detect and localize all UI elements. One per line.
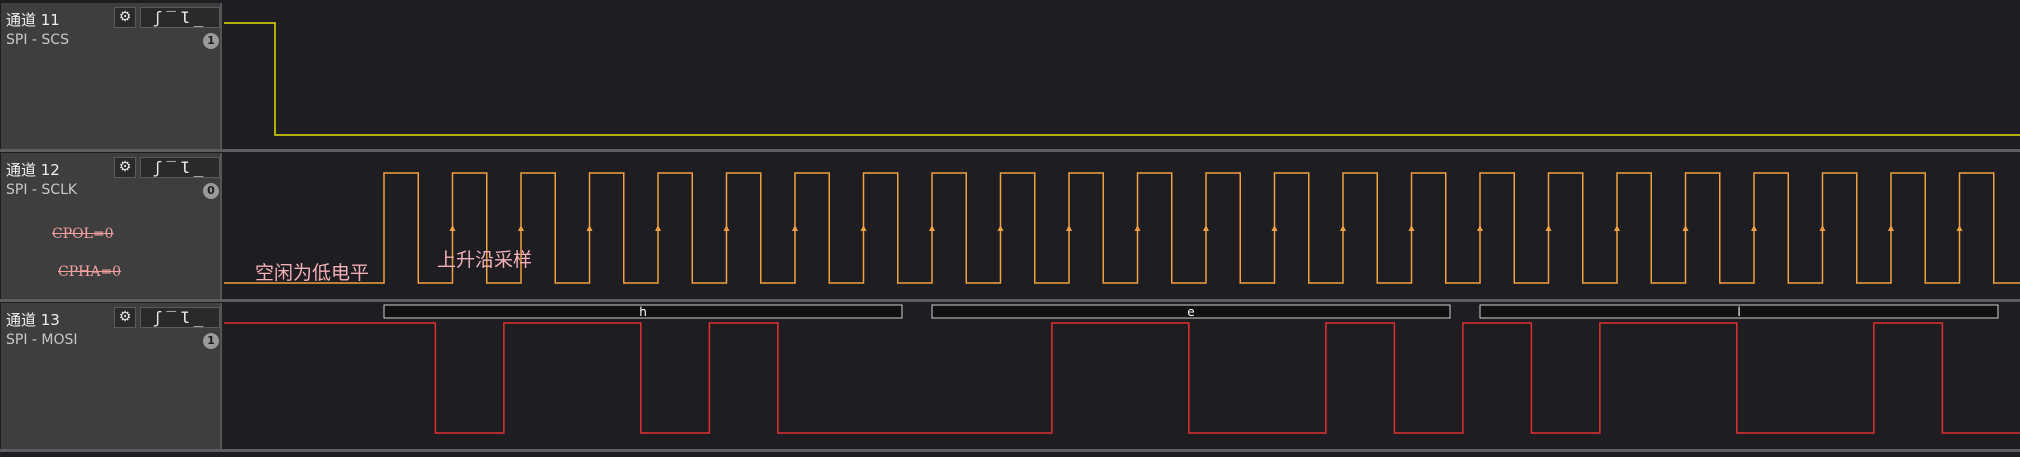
rising-edge-arrow [1819, 225, 1826, 231]
channel-value-badge: 1 [203, 33, 219, 49]
rising-edge-arrow [792, 225, 798, 231]
trigger-buttons[interactable]: ʃ‾Ɩ_ [140, 7, 220, 28]
channel-row-scs: 通道 11 SPI - SCS ⚙ ʃ‾Ɩ_ 1 [0, 3, 2020, 149]
rising-edge-arrow [929, 225, 935, 231]
channel-value-badge: 0 [203, 183, 219, 199]
settings-gear-icon[interactable]: ⚙ [114, 307, 136, 328]
rising-edge-arrow [1134, 225, 1141, 231]
rising-edge-arrow [1340, 225, 1346, 231]
rising-edge-arrow [1888, 225, 1894, 231]
rising-edge-arrow [655, 225, 661, 231]
waveform-scs[interactable] [224, 3, 2020, 149]
channel-sidebar[interactable]: 通道 11 SPI - SCS ⚙ ʃ‾Ɩ_ 1 [1, 3, 222, 149]
rising-edge-arrow [997, 225, 1004, 231]
decoded-byte-bar [383, 304, 903, 319]
channel-value-badge: 1 [203, 333, 219, 349]
rising-edge-markers [449, 225, 1963, 231]
trigger-buttons[interactable]: ʃ‾Ɩ_ [140, 157, 220, 178]
channel-label[interactable]: SPI - SCS [6, 32, 69, 48]
rising-edge-arrow [586, 225, 593, 231]
decoded-byte-label: l [1737, 305, 1740, 319]
annotation-cpol: CPOL=0 [52, 226, 114, 242]
annotation-idle-low: 空闲为低电平 [255, 262, 370, 284]
rising-edge-arrow [1066, 225, 1072, 231]
sclk-waveform-line [224, 172, 2020, 284]
channel-divider [0, 299, 2020, 302]
waveform-sclk[interactable] [224, 153, 2020, 299]
rising-edge-arrow [518, 225, 524, 231]
channel-name: 通道 11 [6, 11, 60, 29]
channel-sidebar[interactable]: 通道 12 SPI - SCLK ⚙ ʃ‾Ɩ_ 0 [1, 153, 222, 299]
rising-edge-arrow [1956, 225, 1963, 231]
rising-edge-arrow [860, 225, 867, 231]
mosi-waveform-line [224, 322, 2020, 434]
rising-edge-arrow [1203, 225, 1209, 231]
sclk-svg [224, 172, 2020, 284]
rising-edge-arrow [449, 225, 456, 231]
rising-edge-arrow [1408, 225, 1415, 231]
rising-edge-arrow [1271, 225, 1278, 231]
channel-row-sclk: 通道 12 SPI - SCLK ⚙ ʃ‾Ɩ_ 0 [0, 153, 2020, 299]
rising-edge-arrow [1751, 225, 1757, 231]
channel-divider [0, 149, 2020, 152]
rising-edge-arrow [1545, 225, 1552, 231]
channel-label[interactable]: SPI - MOSI [6, 332, 78, 348]
channel-divider [0, 449, 2020, 452]
settings-gear-icon[interactable]: ⚙ [114, 7, 136, 28]
channel-sidebar[interactable]: 通道 13 SPI - MOSI ⚙ ʃ‾Ɩ_ 1 [1, 303, 222, 449]
decoded-byte-label: e [1187, 305, 1194, 319]
annotation-rising-sample: 上升沿采样 [437, 249, 533, 271]
trigger-buttons[interactable]: ʃ‾Ɩ_ [140, 307, 220, 328]
scs-svg [224, 22, 2020, 136]
rising-edge-arrow [1477, 225, 1483, 231]
decoded-byte-label: h [639, 305, 647, 319]
annotation-cpha: CPHA=0 [58, 264, 122, 280]
decoded-byte-bar [1479, 304, 1999, 319]
decoded-byte-bar [931, 304, 1451, 319]
channel-name: 通道 13 [6, 311, 60, 329]
settings-gear-icon[interactable]: ⚙ [114, 157, 136, 178]
channel-label[interactable]: SPI - SCLK [6, 182, 78, 198]
rising-edge-arrow [1682, 225, 1689, 231]
scs-waveform-line [224, 22, 2020, 136]
channel-row-mosi: 通道 13 SPI - MOSI ⚙ ʃ‾Ɩ_ 1 h e l [0, 303, 2020, 449]
rising-edge-arrow [723, 225, 730, 231]
rising-edge-arrow [1614, 225, 1620, 231]
channel-name: 通道 12 [6, 161, 60, 179]
